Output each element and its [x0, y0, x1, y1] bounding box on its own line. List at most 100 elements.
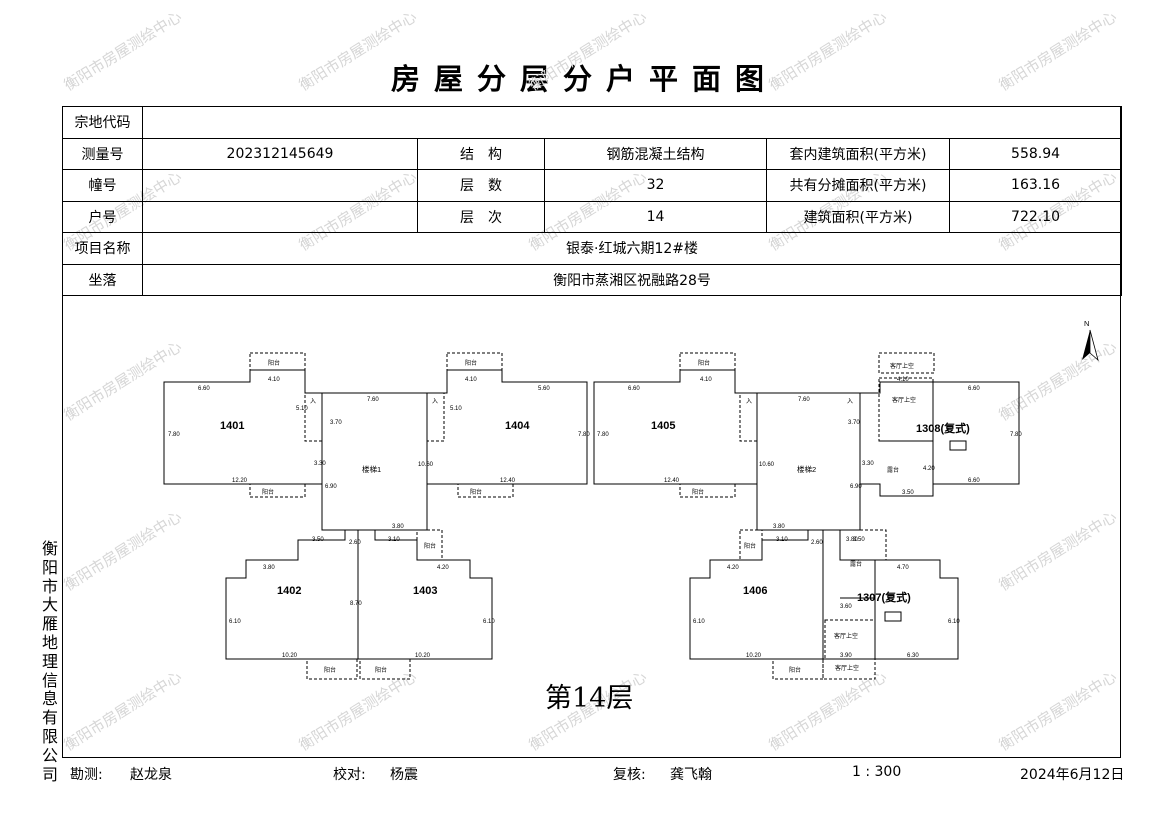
dimension-label: 4.10	[465, 377, 477, 383]
unit-1307-outline	[822, 529, 959, 660]
dimension-label: 6.10	[693, 619, 705, 625]
dimension-label: 3.90	[840, 653, 852, 659]
unit-label-1404: 1404	[505, 420, 530, 432]
balcony-outline	[306, 658, 358, 680]
gongyou-value: 163.16	[948, 169, 1123, 202]
stair2-label: 楼梯2	[797, 464, 816, 474]
hall-void-label: 客厅上空	[834, 632, 858, 640]
dimension-label: 7.80	[168, 432, 180, 438]
dimension-label: 3.70	[330, 420, 342, 426]
dimension-label: 7.60	[367, 397, 379, 403]
dimension-label: 3.30	[862, 461, 874, 467]
stair-symbol	[949, 440, 967, 451]
entry-outline	[304, 392, 323, 442]
dimension-label: 2.60	[349, 540, 361, 546]
unit-label-1402: 1402	[277, 585, 301, 597]
dimension-label: 3.50	[853, 537, 865, 543]
dimension-label: 12.20	[232, 478, 248, 484]
dimension-label: 3.50	[312, 537, 324, 543]
table-row: 项目名称 银泰·红城六期12#楼	[62, 232, 1123, 265]
hall-void-label: 客厅上空	[892, 396, 916, 404]
stair1-label: 楼梯1	[362, 464, 381, 474]
dimension-label: 4.20	[923, 466, 935, 472]
dimension-label: 7.80	[597, 432, 609, 438]
dimension-label: 4.70	[897, 565, 909, 571]
hall-void-outline	[878, 352, 935, 374]
gongyou-label: 共有分摊面积(平方米)	[766, 169, 950, 202]
balcony-outline	[416, 529, 443, 561]
dimension-label: 3.60	[840, 604, 852, 610]
dimension-label: 3.80	[392, 524, 404, 530]
dimension-label: 3.80	[846, 537, 858, 543]
dimension-label: 10.60	[418, 462, 434, 468]
dimension-label: 4.20	[437, 565, 449, 571]
stair-symbol	[884, 611, 902, 622]
terrace-label: 露台	[887, 466, 899, 474]
balcony-outline	[249, 483, 306, 498]
balcony-label: 阳台	[324, 666, 336, 674]
unit-label-1405: 1405	[651, 420, 675, 432]
entry-label: 入	[310, 398, 316, 405]
zuoluo-value: 衡阳市蒸湘区祝融路28号	[141, 263, 1123, 296]
dimension-label: 10.20	[746, 653, 762, 659]
proofreader-name: 杨震	[390, 767, 418, 783]
terrace-outline	[839, 529, 887, 561]
dimension-label: 6.90	[325, 484, 337, 490]
dimension-label: 4.10	[268, 377, 280, 383]
dimension-label: 7.60	[798, 397, 810, 403]
floor-label: 第14层	[545, 683, 634, 714]
info-table: 宗地代码 测量号 202312145649 结 构 钢筋混凝土结构 套内建筑面积…	[62, 106, 1123, 296]
dimension-label: 5.10	[450, 406, 462, 412]
balcony-outline	[679, 352, 736, 371]
dimension-label: 3.50	[902, 490, 914, 496]
dimension-label: 10.20	[415, 653, 431, 659]
scale-text: 1 : 300	[852, 764, 902, 780]
unit-label-1308: 1308(复式)	[916, 421, 970, 435]
dimension-label: 3.80	[263, 565, 275, 571]
dimension-label: 6.10	[948, 619, 960, 625]
dimension-label: 6.10	[483, 619, 495, 625]
dimension-label: 6.60	[198, 386, 210, 392]
balcony-label: 阳台	[375, 666, 387, 674]
jianzhu-value: 722.10	[948, 200, 1123, 233]
dimension-label: 3.30	[314, 461, 326, 467]
balcony-label: 阳台	[744, 542, 756, 550]
hu-label: 户号	[62, 200, 143, 233]
dimension-label: 6.60	[968, 386, 980, 392]
unit-1308-outline	[859, 381, 1020, 497]
dimension-label: 4.10	[700, 377, 712, 383]
company-name-vertical: 衡阳市大雁地理信息有限公司	[41, 539, 58, 784]
table-row: 幢号 层 数 32 共有分摊面积(平方米) 163.16	[62, 169, 1123, 202]
page-title: 房屋分层分户平面图	[390, 62, 778, 96]
dimension-label: 2.60	[811, 540, 823, 546]
balcony-label: 阳台	[470, 488, 482, 496]
entry-outline	[739, 392, 758, 442]
unit-label-1307: 1307(复式)	[857, 590, 911, 604]
surveyor-label: 勘测:	[70, 767, 103, 783]
dimension-label: 7.80	[578, 432, 590, 438]
celiang-label: 测量号	[62, 137, 143, 170]
balcony-outline	[457, 483, 514, 498]
dimension-label: 3.80	[773, 524, 785, 530]
zhuang-label: 幢号	[62, 169, 143, 202]
zuoluo-label: 坐落	[62, 263, 143, 296]
unit-1405-outline	[593, 369, 758, 485]
proofreader-label: 校对:	[333, 767, 366, 783]
balcony-label: 阳台	[424, 542, 436, 550]
surveyor-name: 赵龙泉	[130, 767, 172, 783]
table-row: 坐落 衡阳市蒸湘区祝融路28号	[62, 263, 1123, 296]
dimension-label: 5.10	[296, 406, 308, 412]
balcony-label: 阳台	[789, 666, 801, 674]
unit-label-1406: 1406	[743, 585, 767, 597]
table-row: 户号 层 次 14 建筑面积(平方米) 722.10	[62, 200, 1123, 233]
cengshu-value: 32	[544, 169, 767, 202]
dimension-label: 4.20	[727, 565, 739, 571]
dimension-label: 4.10	[897, 377, 909, 383]
dimension-label: 3.70	[848, 420, 860, 426]
date-text: 2024年6月12日	[1020, 767, 1125, 783]
zhuang-value	[142, 169, 418, 202]
north-arrow	[1082, 329, 1099, 362]
jiegou-label: 结 构	[417, 137, 545, 170]
dimension-label: 6.30	[907, 653, 919, 659]
